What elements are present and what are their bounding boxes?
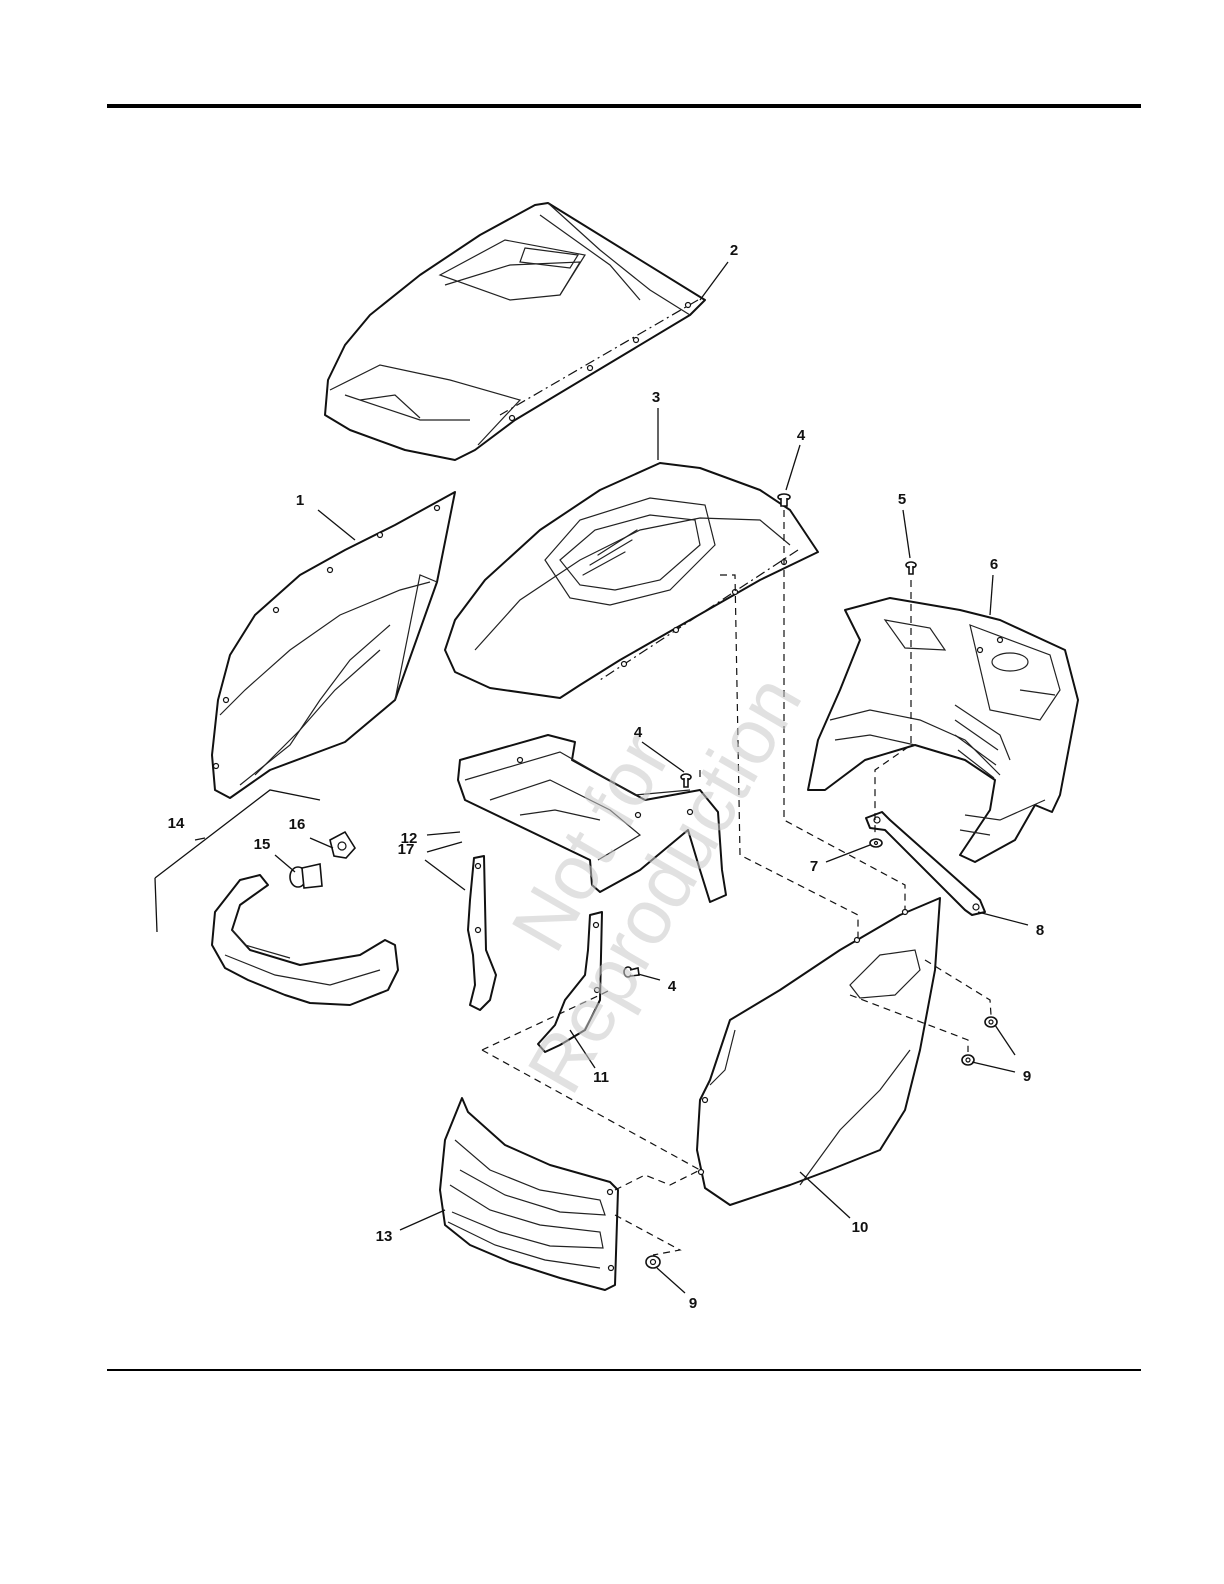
callout-c11: 11 (593, 1069, 609, 1086)
callout-c9b: 9 (689, 1295, 697, 1312)
callout-c13: 13 (376, 1228, 393, 1245)
callout-c6: 6 (990, 556, 998, 573)
callout-c14: 14 (168, 815, 185, 832)
callout-c2: 2 (730, 242, 738, 259)
part-8-strap (866, 812, 985, 915)
part-17-brace (468, 856, 496, 1010)
callout-c16: 16 (289, 816, 306, 833)
part-9-nut-c (646, 1256, 660, 1268)
callout-c15: 15 (254, 836, 271, 853)
callout-c8: 8 (1036, 922, 1044, 939)
callout-c3: 3 (652, 389, 660, 406)
part-2-hood (325, 203, 705, 460)
part-9-nut-b (962, 1055, 974, 1065)
part-6-dash-tower (808, 598, 1078, 862)
callout-c7: 7 (810, 858, 818, 875)
callout-c9a: 9 (1023, 1068, 1031, 1085)
part-14-bumper (212, 875, 398, 1005)
callout-c1: 1 (296, 492, 304, 509)
part-15-bolt (290, 864, 322, 888)
callout-c10: 10 (852, 1219, 869, 1236)
callout-c4c: 4 (668, 978, 677, 995)
part-16-clip (330, 832, 355, 858)
part-3-hood-panel (445, 463, 818, 698)
part-13-grille (440, 1098, 618, 1290)
part-5-screw (906, 562, 916, 574)
callout-c17: 17 (398, 841, 415, 858)
callout-c4b: 4 (634, 724, 643, 741)
part-10-side-panel (697, 898, 940, 1205)
callout-c4a: 4 (797, 427, 806, 444)
callout-c5: 5 (898, 491, 906, 508)
part-1-side-panel (212, 492, 455, 798)
part-7-nut (870, 839, 882, 847)
